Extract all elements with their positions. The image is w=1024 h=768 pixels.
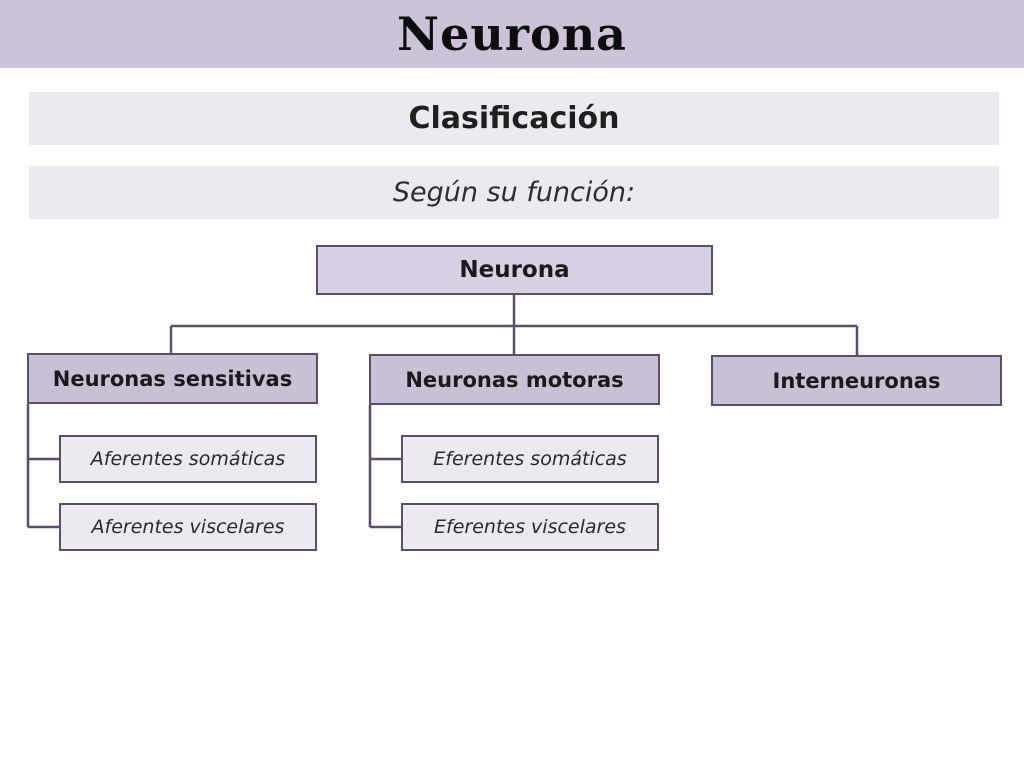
criterion-heading: Según su función: [29, 166, 999, 219]
slide-title: Neurona [397, 7, 627, 61]
node-aferentes-somaticas: Aferentes somáticas [59, 435, 317, 483]
node-neuronas-motoras: Neuronas motoras [369, 354, 660, 405]
node-aferentes-viscelares: Aferentes viscelares [59, 503, 317, 551]
classification-heading: Clasificación [29, 92, 999, 145]
node-root: Neurona [316, 245, 713, 295]
node-interneuronas: Interneuronas [711, 355, 1002, 406]
title-band [0, 0, 1024, 68]
node-eferentes-viscelares: Eferentes viscelares [401, 503, 659, 551]
node-eferentes-somaticas: Eferentes somáticas [401, 435, 659, 483]
node-neuronas-sensitivas: Neuronas sensitivas [27, 353, 318, 404]
